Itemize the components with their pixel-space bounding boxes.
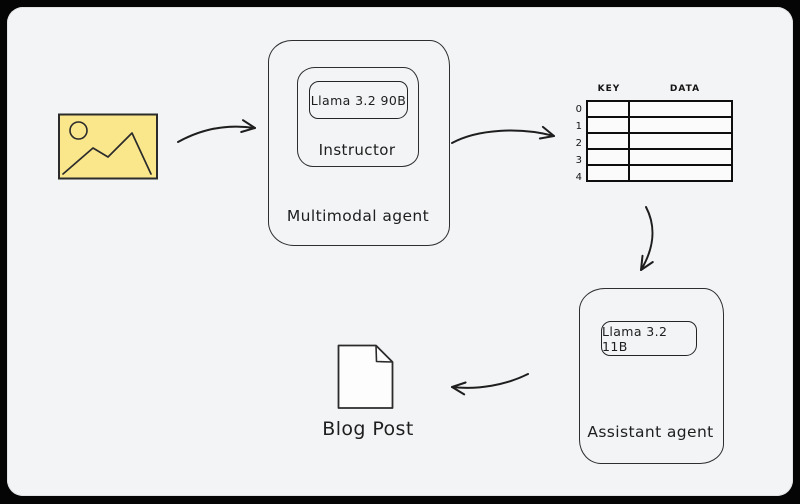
- table-cell-key: [586, 116, 630, 134]
- assistant-agent-box: [579, 288, 724, 464]
- table-cell-data: [628, 132, 733, 150]
- table-row: [586, 148, 733, 166]
- assistant-agent-label: Assistant agent: [587, 423, 714, 441]
- table-cell-key: [586, 148, 630, 166]
- instructor-box: [297, 67, 419, 167]
- table-cell-key: [586, 132, 630, 150]
- table-row: [586, 164, 733, 182]
- blog-post-label: Blog Post: [322, 418, 414, 440]
- table-row-label: 0: [575, 104, 582, 115]
- instructor-model-chip: Llama 3.2 90B: [309, 81, 408, 119]
- table-cell-key: [586, 164, 630, 182]
- table-cell-key: [586, 100, 630, 118]
- table-row-label: 2: [575, 138, 582, 149]
- table-cell-data: [628, 116, 733, 134]
- table-cell-data: [628, 164, 733, 182]
- instructor-label: Instructor: [318, 141, 396, 159]
- key-data-table: [586, 100, 733, 182]
- table-cell-data: [628, 148, 733, 166]
- table-cell-data: [628, 100, 733, 118]
- table-row: [586, 132, 733, 150]
- table-row-label: 3: [575, 155, 582, 166]
- table-header-data: DATA: [669, 84, 701, 94]
- table-row: [586, 100, 733, 118]
- instructor-model-label: Llama 3.2 90B: [310, 92, 407, 108]
- assistant-model-chip: Llama 3.2 11B: [601, 321, 697, 356]
- multimodal-agent-label: Multimodal agent: [286, 207, 430, 225]
- table-row-label: 4: [575, 172, 582, 183]
- multimodal-agent-box: [268, 40, 450, 246]
- table-header-key: KEY: [597, 84, 621, 94]
- assistant-model-label: Llama 3.2 11B: [602, 323, 668, 354]
- table-row: [586, 116, 733, 134]
- table-row-label: 1: [575, 121, 582, 132]
